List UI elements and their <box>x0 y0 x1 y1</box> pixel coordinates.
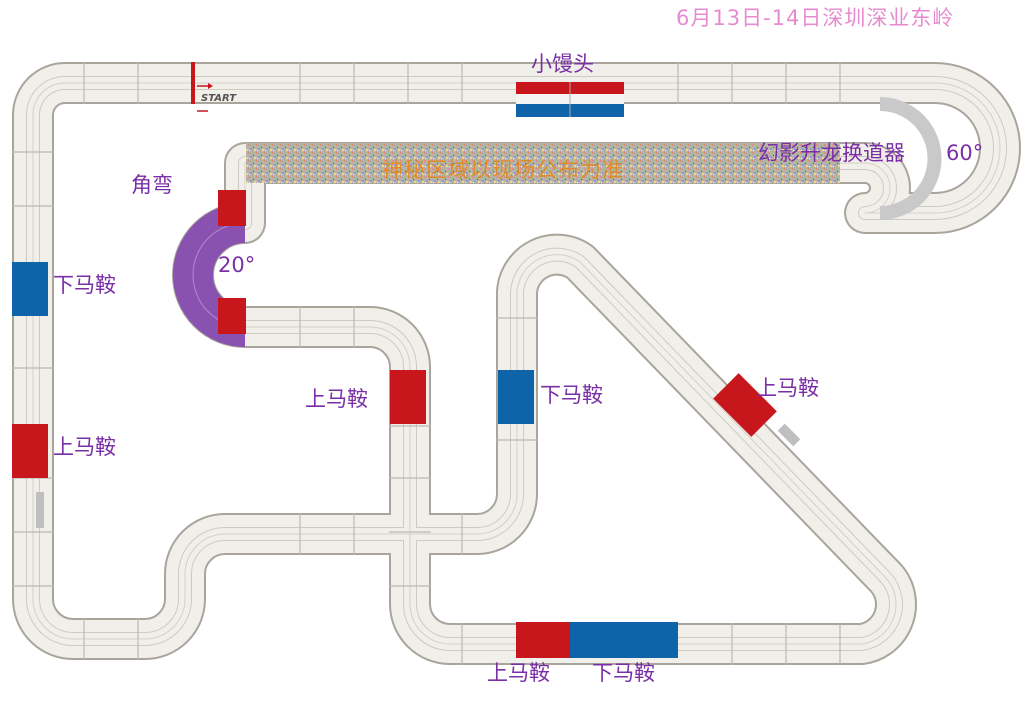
start-line <box>191 62 213 112</box>
phantom-lane-changer-section <box>879 97 942 220</box>
diag-up-saddle-label: 上马鞍 <box>756 376 819 400</box>
diag-up-saddle-piece <box>713 373 777 437</box>
start-label: START <box>201 93 237 104</box>
mantou-hump <box>516 82 624 117</box>
mystery-zone-area <box>246 143 840 183</box>
mid-down-saddle-label: 下马鞍 <box>540 383 603 407</box>
lane-marker <box>36 492 44 528</box>
corner-label: 角弯 <box>131 173 173 197</box>
event-title: 6月13日-14日深圳深业东岭 <box>676 6 955 30</box>
left-down-saddle-piece <box>12 262 48 316</box>
mid-up-saddle-piece <box>390 370 426 424</box>
left-up-saddle-piece <box>12 424 48 478</box>
mystery-zone-label: 神秘区域以现场公布为准 <box>382 158 624 182</box>
phantom-lane-changer-label: 幻影升龙换道器 <box>758 141 905 165</box>
mantou-label: 小馒头 <box>531 52 594 76</box>
corner-exit-piece <box>218 298 246 334</box>
mid-up-saddle-label: 上马鞍 <box>305 387 368 411</box>
mid-down-saddle-piece <box>498 370 534 424</box>
lane-marker <box>777 423 801 447</box>
corner-angle-label: 20° <box>218 253 256 277</box>
bottom-up-saddle-piece <box>516 622 570 658</box>
bottom-down-saddle-piece <box>570 622 678 658</box>
phantom-angle-label: 60° <box>946 141 984 165</box>
corner-entry-piece <box>218 190 246 226</box>
left-up-saddle-label: 上马鞍 <box>53 435 116 459</box>
left-down-saddle-label: 下马鞍 <box>53 273 116 297</box>
bottom-down-saddle-label: 下马鞍 <box>592 661 655 685</box>
bottom-up-saddle-label: 上马鞍 <box>487 661 550 685</box>
